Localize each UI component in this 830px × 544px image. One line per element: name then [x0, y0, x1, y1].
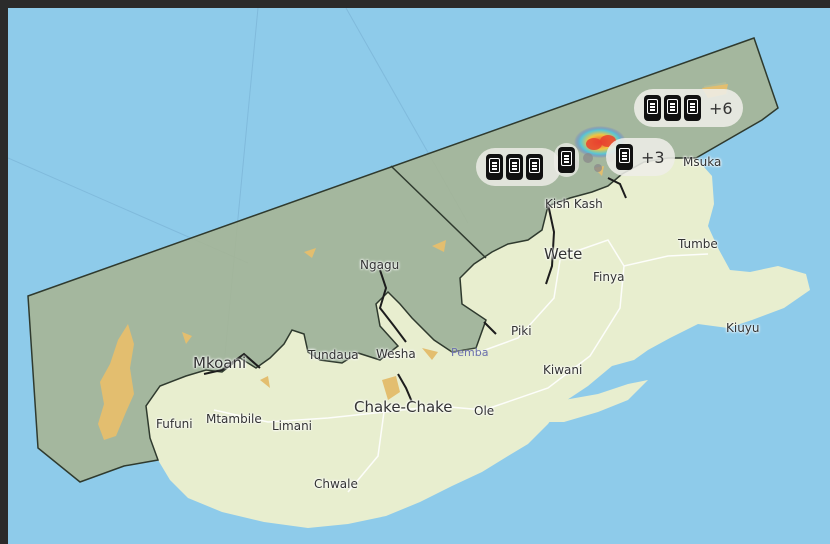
place-limani: Limani — [272, 419, 313, 433]
marker-cluster-center[interactable]: +3 — [606, 138, 675, 176]
place-kiwani: Kiwani — [543, 363, 583, 377]
place-kish-kash: Kish Kash — [545, 197, 603, 211]
phone-icon[interactable] — [558, 147, 575, 173]
place-ole: Ole — [474, 404, 495, 418]
phone-icon[interactable] — [616, 144, 633, 170]
roads — [213, 239, 709, 493]
coastline — [203, 177, 627, 403]
marker-heat-left[interactable] — [554, 143, 579, 177]
marker-cluster-northeast[interactable]: +6 — [634, 89, 743, 127]
place-finya: Finya — [593, 270, 625, 284]
place-fufuni: Fufuni — [156, 417, 193, 431]
place-tumbe: Tumbe — [678, 237, 718, 251]
map-layers — [8, 8, 810, 528]
map-canvas[interactable]: Mkoani Chake-Chake Wete Fufuni Mtambile … — [8, 8, 830, 544]
phone-icon[interactable] — [506, 154, 523, 180]
cluster-count: +3 — [641, 147, 665, 167]
phone-icon[interactable] — [486, 154, 503, 180]
place-mtambile: Mtambile — [206, 412, 262, 426]
cluster-count: +6 — [709, 98, 733, 118]
phone-icon[interactable] — [526, 154, 543, 180]
place-tundaua: Tundaua — [308, 348, 359, 362]
place-kiuyu: Kiuyu — [726, 321, 760, 335]
phone-icon[interactable] — [684, 95, 701, 121]
phone-icon[interactable] — [644, 95, 661, 121]
place-pemba: Pemba — [451, 346, 489, 359]
mangrove-patches — [98, 84, 728, 440]
place-chwale: Chwale — [314, 477, 358, 491]
marker-cluster-west[interactable] — [476, 148, 561, 186]
place-ngagu: Ngagu — [360, 258, 400, 272]
phone-icon[interactable] — [664, 95, 681, 121]
place-wesha: Wesha — [376, 347, 416, 361]
admin-boundary — [390, 165, 487, 259]
place-chake-chake: Chake-Chake — [354, 398, 453, 416]
place-piki: Piki — [511, 324, 532, 338]
place-mkoani: Mkoani — [193, 354, 247, 372]
place-wete: Wete — [544, 245, 583, 263]
place-msuka: Msuka — [683, 155, 722, 169]
